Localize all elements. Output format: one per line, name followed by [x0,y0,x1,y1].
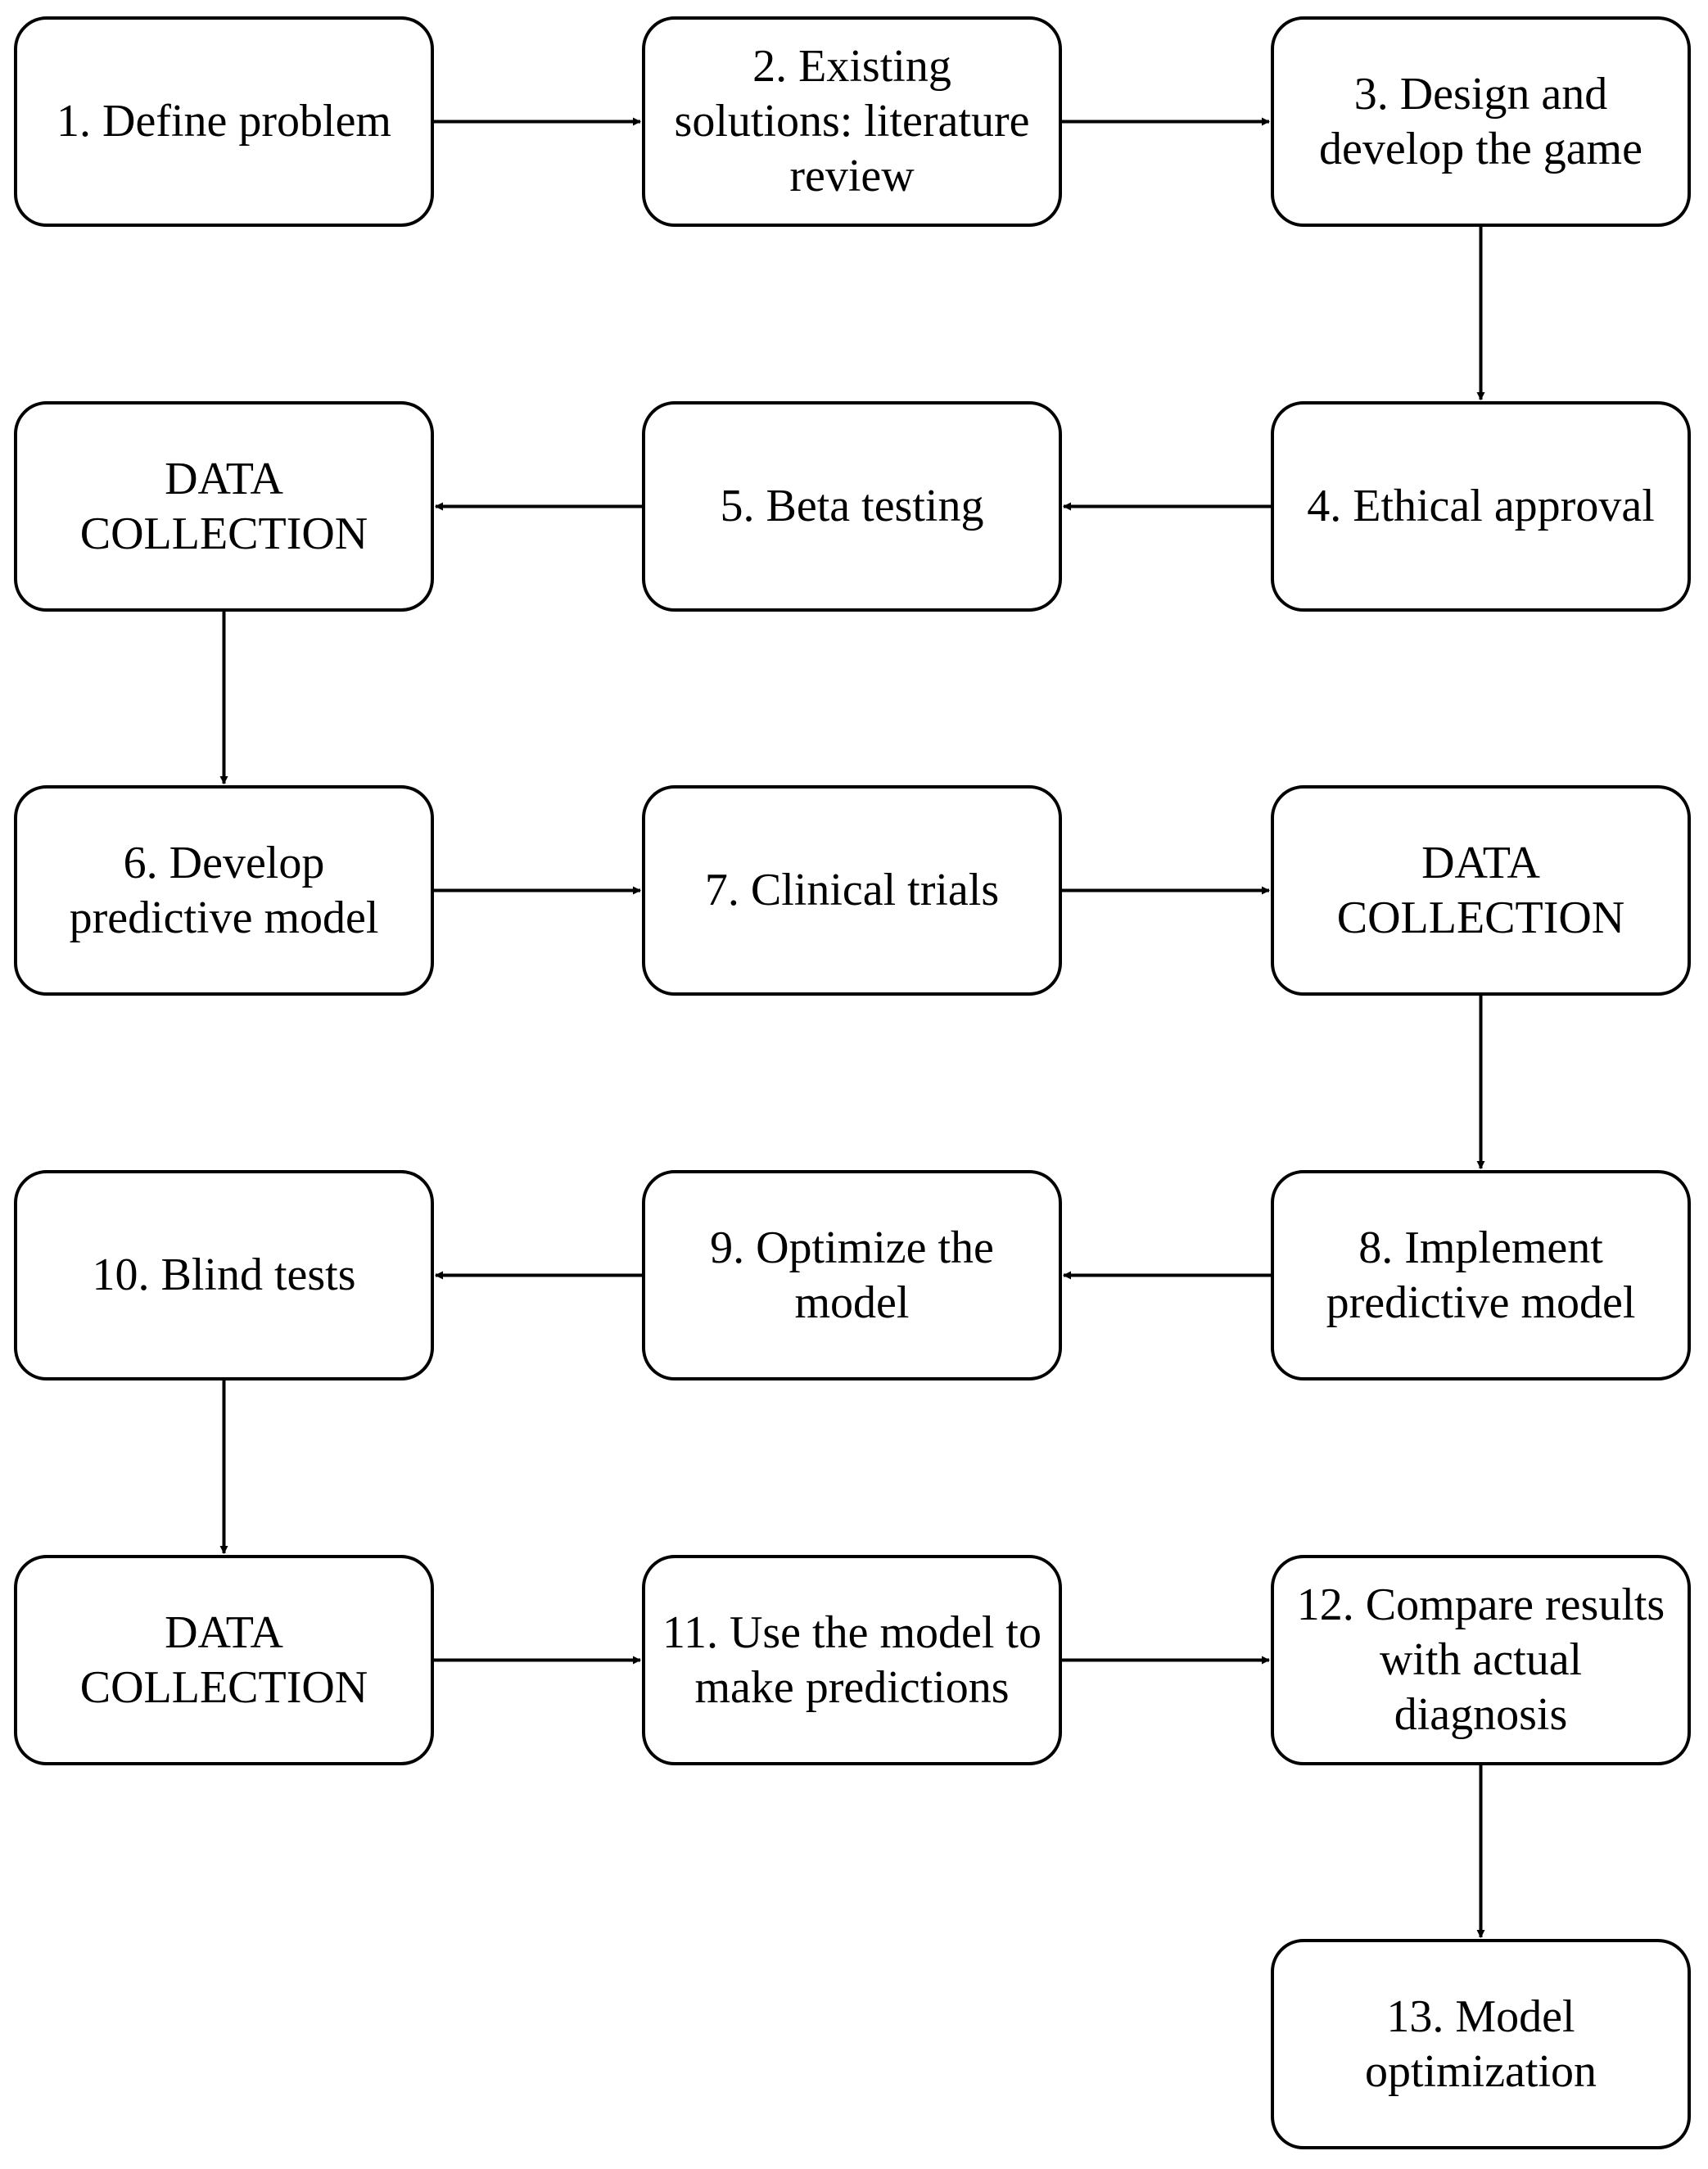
node-label: 13. Model optimization [1364,1991,1597,2097]
node-label: 7. Clinical trials [704,865,1000,915]
node-label: 12. Compare results with actual diagnosi… [1296,1579,1665,1740]
node-label: DATA COLLECTION [79,453,368,559]
node-label: 6. Develop predictive model [69,837,379,943]
node-label: 11. Use the model to make predictions [662,1606,1042,1713]
node-label: 1. Define problem [56,96,391,147]
node-model-optimization: 13. Model optimization [1271,1939,1691,2149]
node-label: 8. Implement predictive model [1326,1222,1636,1328]
node-data-collection-3: DATA COLLECTION [14,1555,434,1765]
node-label: 10. Blind tests [92,1249,356,1300]
node-label: 5. Beta testing [720,481,984,531]
node-optimize-model: 9. Optimize the model [642,1170,1062,1380]
node-label: 2. Existing solutions: literature review [674,41,1030,201]
node-data-collection-2: DATA COLLECTION [1271,785,1691,996]
node-label: DATA COLLECTION [79,1606,368,1713]
node-design-develop-game: 3. Design and develop the game [1271,16,1691,227]
node-beta-testing: 5. Beta testing [642,401,1062,612]
node-clinical-trials: 7. Clinical trials [642,785,1062,996]
node-label: 3. Design and develop the game [1319,68,1642,174]
node-implement-predictive-model: 8. Implement predictive model [1271,1170,1691,1380]
node-ethical-approval: 4. Ethical approval [1271,401,1691,612]
node-existing-solutions: 2. Existing solutions: literature review [642,16,1062,227]
node-label: 4. Ethical approval [1307,481,1655,531]
node-label: DATA COLLECTION [1336,837,1625,943]
node-data-collection-1: DATA COLLECTION [14,401,434,612]
node-define-problem: 1. Define problem [14,16,434,227]
node-develop-predictive-model: 6. Develop predictive model [14,785,434,996]
node-label: 9. Optimize the model [710,1222,994,1328]
node-use-model-predictions: 11. Use the model to make predictions [642,1555,1062,1765]
node-compare-results: 12. Compare results with actual diagnosi… [1271,1555,1691,1765]
node-blind-tests: 10. Blind tests [14,1170,434,1380]
